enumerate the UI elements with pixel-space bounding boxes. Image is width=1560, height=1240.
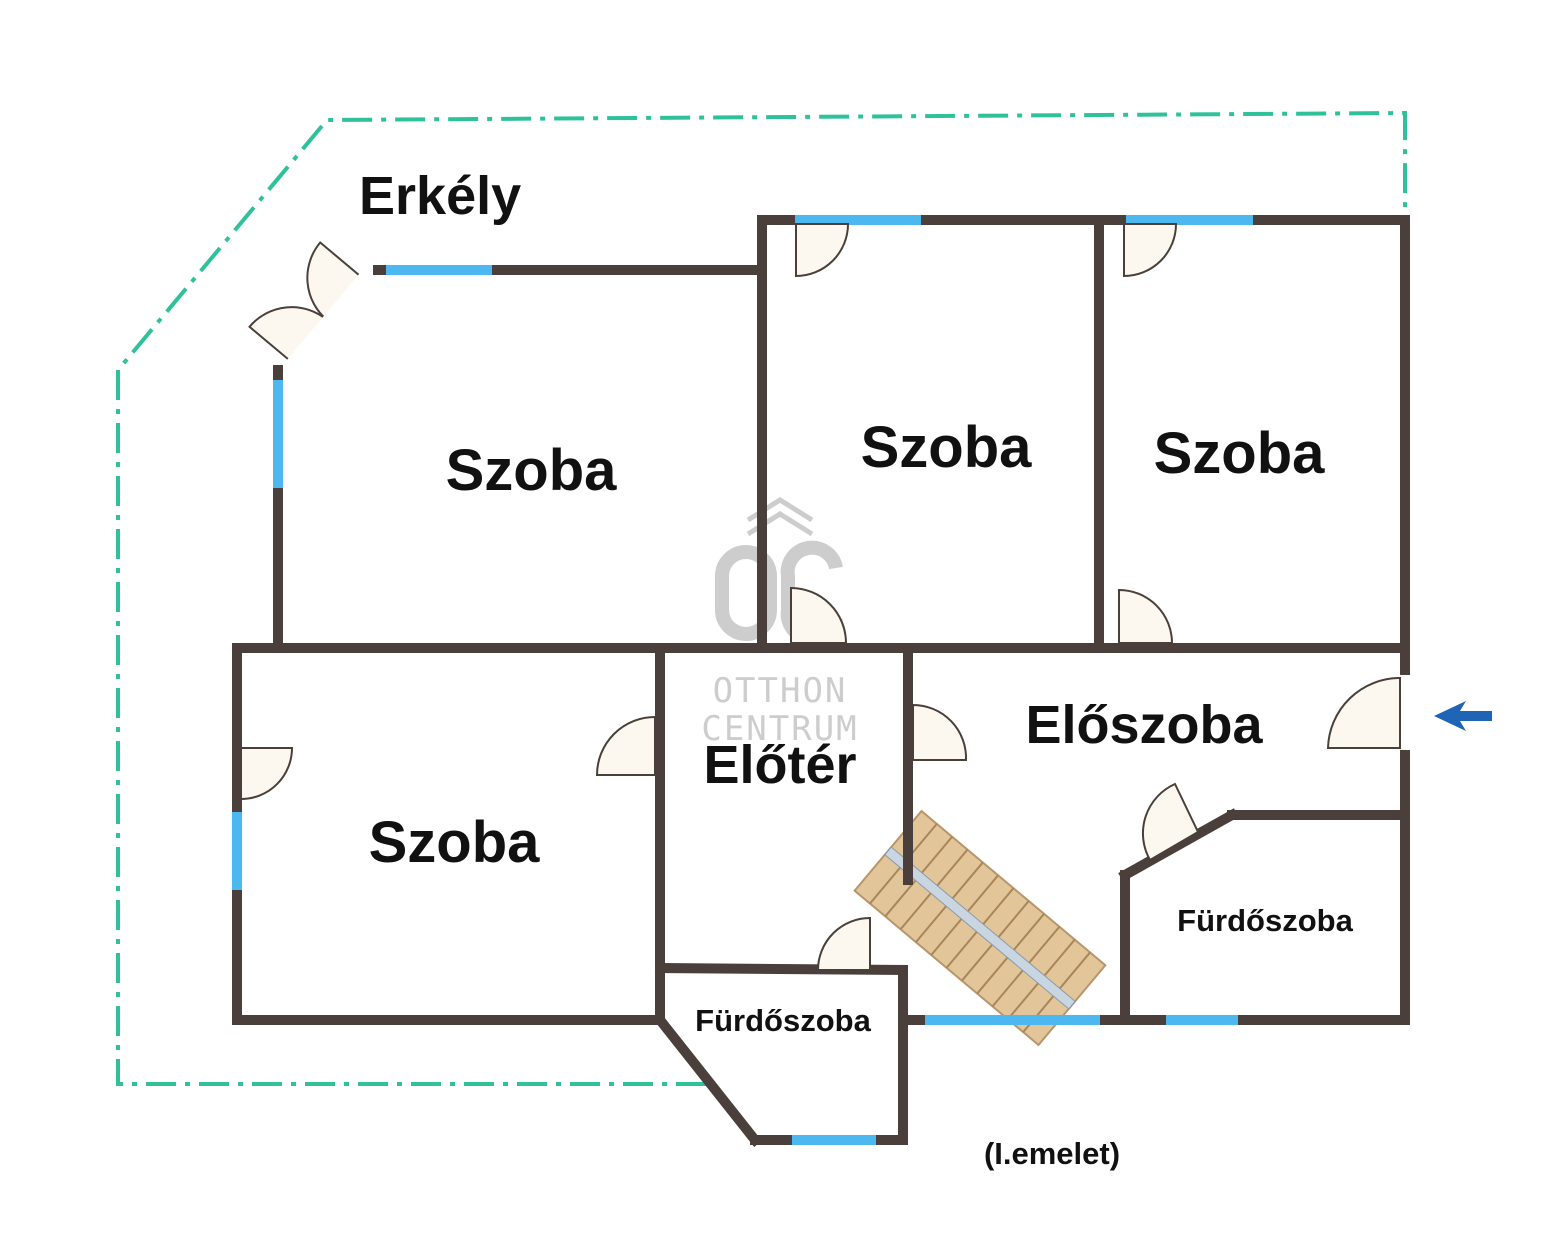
door xyxy=(816,916,871,971)
door xyxy=(1141,782,1200,862)
door xyxy=(1326,676,1401,749)
room-label-furdoszoba-e: Fürdőszoba xyxy=(1177,903,1353,938)
room-label-szoba-mid: Szoba xyxy=(861,415,1033,480)
door xyxy=(240,747,294,801)
door xyxy=(595,715,656,776)
doors xyxy=(240,223,1401,971)
room-label-szoba-nw: Szoba xyxy=(446,438,618,503)
windows xyxy=(232,215,1253,1145)
floor-label: (I.emelet) xyxy=(984,1136,1120,1171)
door xyxy=(795,223,850,278)
door xyxy=(1118,588,1174,644)
room-label-szoba-ne: Szoba xyxy=(1154,421,1326,486)
door xyxy=(790,586,848,644)
door xyxy=(1123,223,1178,278)
balcony-double-door xyxy=(248,241,370,370)
room-label-furdoszoba-s: Fürdőszoba xyxy=(695,1003,871,1038)
arrow-left-icon xyxy=(1434,701,1492,731)
watermark-line2: CENTRUM xyxy=(701,709,858,749)
watermark-o-shape xyxy=(715,545,777,641)
room-label-eloter: Előtér xyxy=(703,735,856,795)
door xyxy=(912,703,968,761)
room-label-szoba-sw: Szoba xyxy=(369,810,541,875)
balcony-outline xyxy=(116,110,1407,1086)
staircase xyxy=(853,809,1107,1047)
watermark-line1: OTTHON xyxy=(713,671,848,711)
watermark-logo: OTTHON CENTRUM xyxy=(701,497,858,749)
room-label-erkely: Erkély xyxy=(359,166,521,226)
room-label-eloszoba: Előszoba xyxy=(1025,695,1263,755)
